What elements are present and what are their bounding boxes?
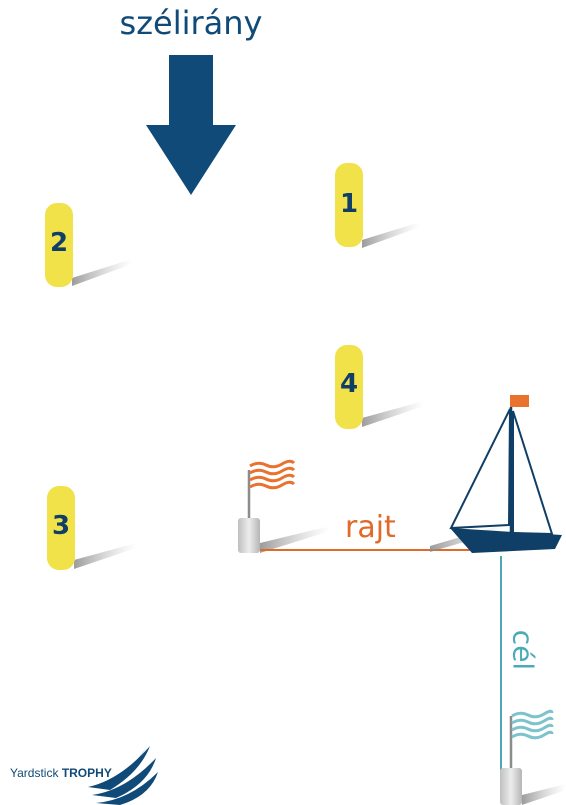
committee-flag (510, 395, 529, 407)
mark-3-number: 3 (52, 511, 70, 541)
committee-boat (430, 395, 562, 553)
mark-3-buoy: 3 (47, 486, 136, 570)
mark-2-buoy: 2 (45, 203, 132, 287)
mark-1-number: 1 (340, 189, 358, 219)
wind-direction-label: szélirány (0, 4, 382, 42)
brand-logo-text: Yardstick TROPHY (10, 766, 112, 780)
start-line-label: rajt (345, 510, 396, 545)
mark-2-number: 2 (50, 228, 68, 258)
wind-arrow (146, 55, 236, 195)
start-pin-buoy (238, 461, 330, 553)
start-flag (250, 461, 294, 488)
mark-4-number: 4 (340, 369, 358, 399)
brand-prefix: Yardstick (10, 766, 58, 780)
finish-line-label: cél (507, 630, 540, 670)
mark-1-buoy: 1 (335, 163, 420, 248)
finish-pin-buoy (500, 711, 566, 805)
mark-4-buoy: 4 (335, 345, 424, 429)
finish-flag (512, 711, 552, 738)
brand-name: TROPHY (62, 766, 112, 780)
